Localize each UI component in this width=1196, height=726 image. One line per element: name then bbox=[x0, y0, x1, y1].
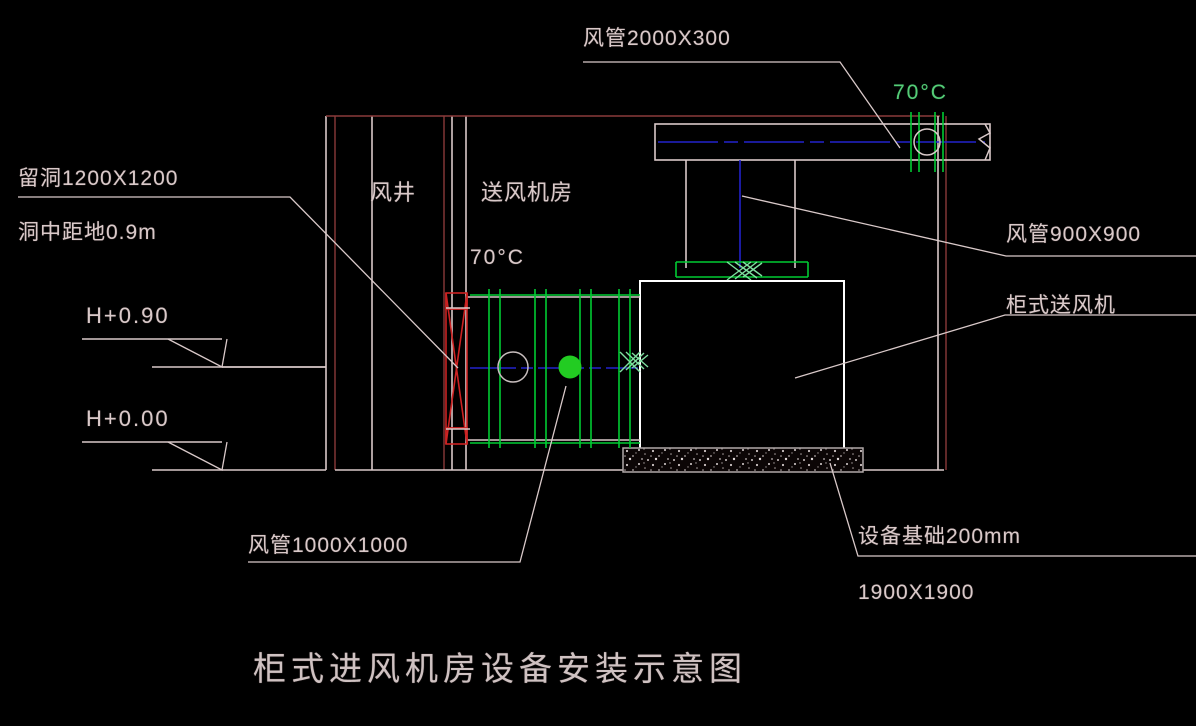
label-foundation-line2: 1900X1900 bbox=[858, 581, 975, 604]
fire-damper-room bbox=[558, 355, 582, 379]
louver-frame-highlight bbox=[446, 307, 470, 430]
label-room-shaft: 风井 bbox=[370, 180, 417, 205]
equipment-foundation bbox=[622, 447, 864, 473]
label-opening-line1: 留洞1200X1200 bbox=[18, 167, 179, 190]
flexible-connector-icon bbox=[726, 261, 763, 281]
fire-damper-top bbox=[910, 112, 944, 172]
drawing-title: 柜式进风机房设备安装示意图 bbox=[253, 650, 747, 687]
label-duct-riser: 风管900X900 bbox=[1006, 223, 1142, 246]
label-duct-horizontal: 风管1000X1000 bbox=[248, 534, 409, 557]
label-elevation-upper: H+0.90 bbox=[86, 303, 170, 328]
duct-horizontal-fanroom bbox=[466, 289, 649, 448]
elevation-marker-base bbox=[82, 441, 228, 471]
duct-top-horizontal bbox=[654, 123, 992, 161]
label-elevation-base: H+0.00 bbox=[86, 406, 170, 431]
label-damper-temp-room: 70°C bbox=[470, 246, 525, 269]
label-fan-unit: 柜式送风机 bbox=[1006, 294, 1116, 317]
label-foundation-line1: 设备基础200mm bbox=[858, 525, 1022, 548]
label-damper-temp-top: 70°C bbox=[893, 81, 948, 104]
fan-cabinet-unit bbox=[639, 280, 845, 454]
elevation-marker-upper bbox=[82, 338, 326, 368]
duct-vertical-riser bbox=[675, 160, 809, 281]
label-room-fan: 送风机房 bbox=[481, 180, 574, 205]
leader-lines bbox=[18, 61, 1196, 563]
label-opening-line2: 洞中距地0.9m bbox=[18, 221, 157, 244]
break-line-icon bbox=[977, 123, 992, 161]
label-duct-top: 风管2000X300 bbox=[583, 27, 731, 50]
flexible-connector-icon-inlet bbox=[619, 351, 649, 373]
shaft-walls bbox=[325, 115, 947, 470]
louver-icon bbox=[445, 292, 468, 445]
